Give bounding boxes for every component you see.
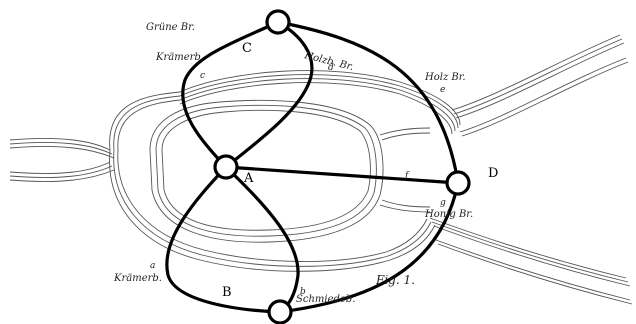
edge-letter-b: b xyxy=(300,287,306,297)
edge-letter-a: a xyxy=(150,261,155,271)
node-label-d: D xyxy=(488,166,498,181)
edge-letter-d: d xyxy=(328,63,334,73)
graph-nodes xyxy=(215,11,469,323)
node-label-a: A xyxy=(243,171,254,186)
node-label-b: B xyxy=(222,285,232,300)
bridge-label-top-right: Holz Br. xyxy=(424,72,466,83)
bridge-label-bottom-right: Honig Br. xyxy=(424,209,473,220)
node-a xyxy=(215,156,237,178)
node-b xyxy=(269,301,291,323)
edge-letter-c: c xyxy=(200,71,205,81)
bridge-label-top-left-2: Krämerb. xyxy=(155,52,204,63)
river-lines xyxy=(10,35,632,304)
river-channel-d xyxy=(380,128,430,212)
edge-letter-g: g xyxy=(440,198,446,208)
river-right-lower xyxy=(430,218,632,304)
edge-a-c-right xyxy=(226,22,312,167)
figure-label: Fig. 1. xyxy=(375,273,415,287)
edge-a-b-right xyxy=(226,167,298,312)
node-d xyxy=(447,172,469,194)
graph-edges xyxy=(167,22,458,312)
edge-a-d xyxy=(226,167,458,183)
node-c xyxy=(267,11,289,33)
river-left-inflow xyxy=(10,138,114,181)
edge-a-c-left xyxy=(183,22,278,167)
node-label-c: C xyxy=(242,41,252,56)
bridge-label-top-left: Grüne Br. xyxy=(146,22,195,33)
edge-letter-e: e xyxy=(440,85,445,95)
river-right-upper xyxy=(452,35,628,136)
bridge-label-bottom-left: Krämerb. xyxy=(113,273,162,284)
